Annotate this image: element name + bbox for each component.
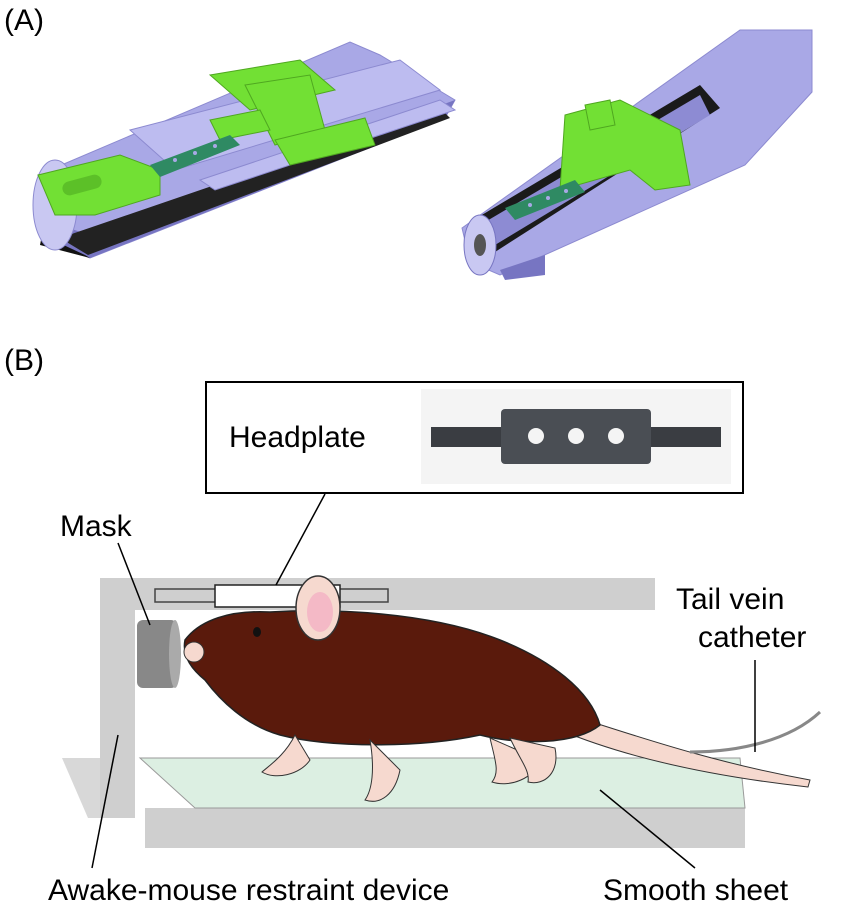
- mask: [137, 620, 181, 688]
- mask-label: Mask: [60, 510, 132, 543]
- tail-vein-label-line1: Tail vein: [676, 583, 785, 616]
- restraint-leader-line: [91, 734, 119, 869]
- smooth-sheet: [138, 757, 746, 809]
- headplate-photo: [421, 389, 731, 484]
- restraint-tube-render-left: [32, 41, 457, 259]
- panel-b-label: (B): [4, 344, 44, 377]
- headplate-inset: Headplate: [205, 381, 744, 494]
- panel-a-label: (A): [4, 4, 44, 37]
- restraint-frame: [62, 578, 745, 848]
- sheet-leader-line: [599, 789, 696, 869]
- mask-leader-line: [117, 542, 151, 626]
- inset-leader-line: [275, 493, 326, 586]
- tail-vein-catheter: [689, 710, 822, 754]
- mouse: [183, 575, 811, 802]
- restraint-device-label: Awake-mouse restraint device: [48, 874, 450, 907]
- tail-vein-label-line2: catheter: [698, 621, 807, 654]
- restraint-tube-render-right: [461, 29, 813, 280]
- smooth-sheet-label: Smooth sheet: [603, 874, 789, 907]
- headplate-title: Headplate: [229, 421, 366, 454]
